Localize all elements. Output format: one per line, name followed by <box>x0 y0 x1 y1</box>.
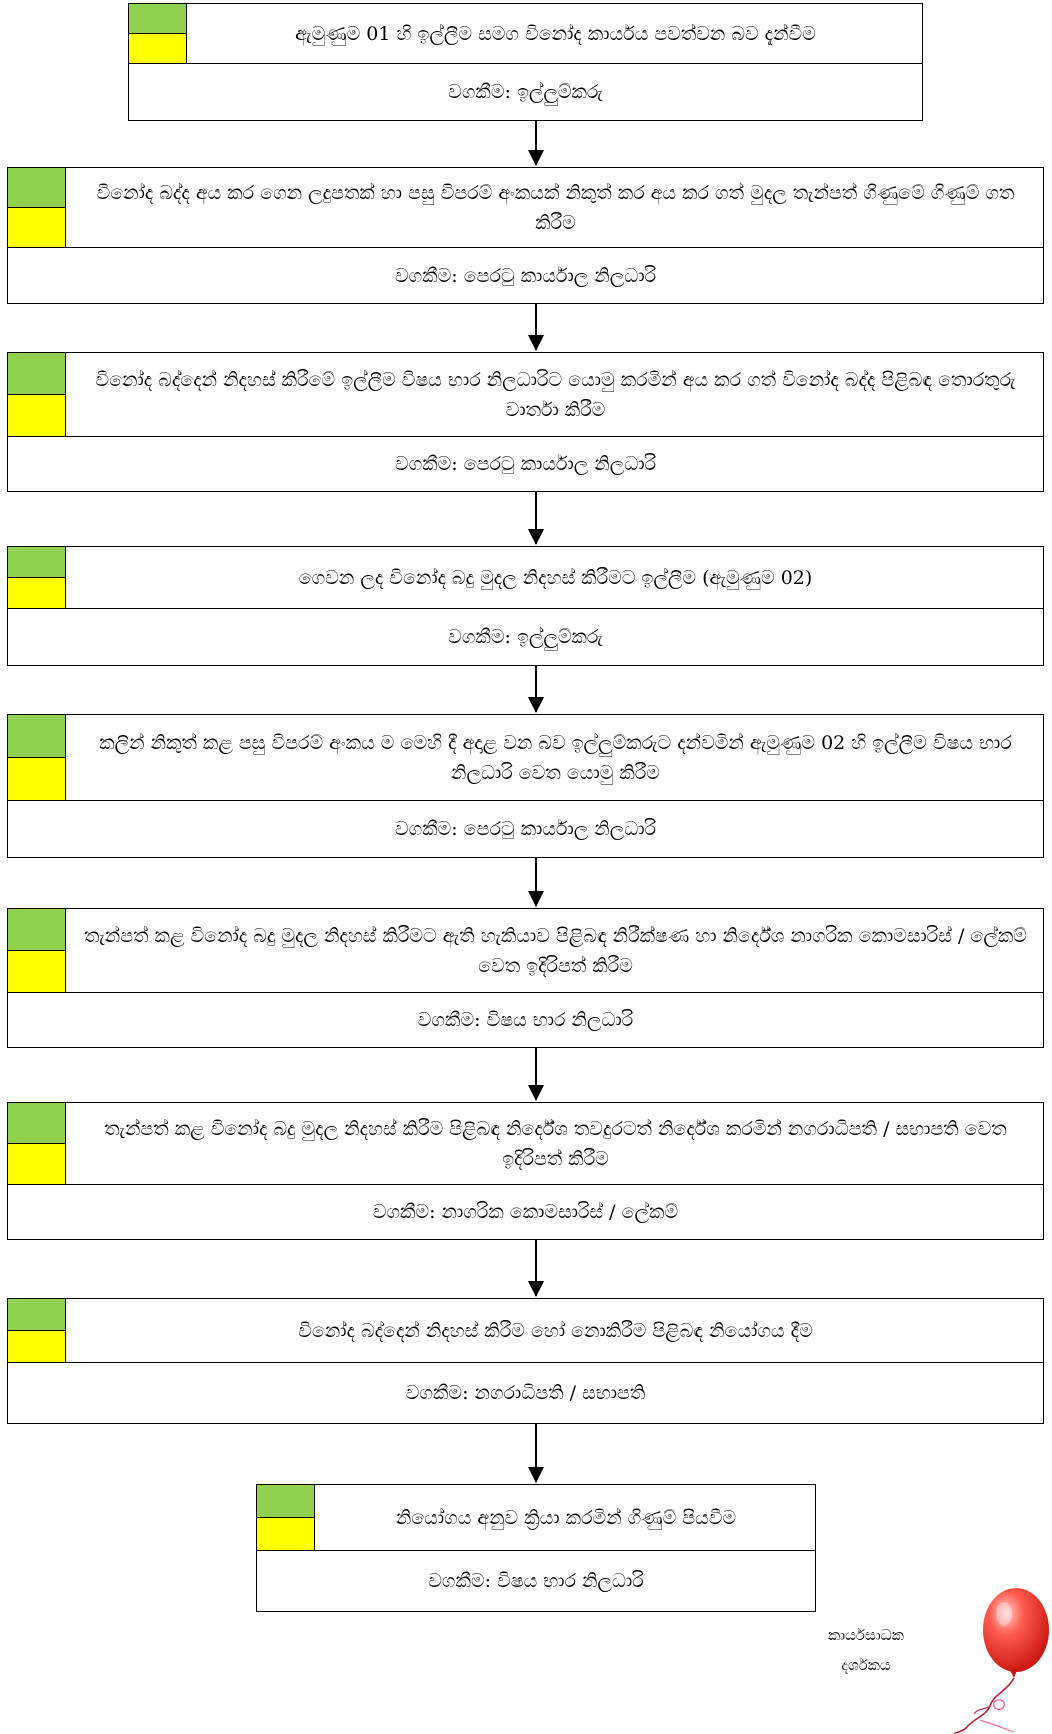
yellow-indicator <box>8 950 65 992</box>
flow-arrow <box>528 1424 544 1483</box>
flow-arrow <box>528 304 544 351</box>
status-indicator <box>129 4 187 63</box>
step-box: විනෝද බද්ද අය කර ගෙන ලදුපතක් හා පසු විපර… <box>7 167 1044 304</box>
step-text: ගෙවන ලද විනෝද බදු මුදල නිදහස් කිරීමට ඉල්… <box>298 566 813 589</box>
yellow-indicator <box>8 207 65 247</box>
flow-arrow <box>528 121 544 166</box>
legend-line-1: කාර්යසාධක <box>828 1626 904 1644</box>
step-text: තැන්පත් කළ විනෝද බදු මුදල නිදහස් කිරීමට … <box>84 924 1027 977</box>
performance-indicator-label: කාර්යසාධක දර්ශකය <box>818 1620 914 1680</box>
yellow-indicator <box>8 1143 65 1184</box>
step-box: තැන්පත් කළ විනෝද බදු මුදල නිදහස් කිරීම ප… <box>7 1102 1044 1240</box>
status-indicator <box>8 353 66 436</box>
yellow-indicator <box>8 577 65 608</box>
step-text: ඇමුණුම 01 හි ඉල්ලීම සමග විනෝද කාර්යය පවත… <box>295 22 816 45</box>
flow-arrow <box>528 1048 544 1101</box>
step-responsible: වගකීම: පෙරටු කාර්යාල නිලධාරි <box>394 818 657 840</box>
step-header: කලින් නිකුත් කළ පසු විපරම් අංකය ම මෙහි ද… <box>8 715 1043 801</box>
step-text: කලින් නිකුත් කළ පසු විපරම් අංකය ම මෙහි ද… <box>99 731 1012 784</box>
step-responsible: වගකීම: පෙරටු කාර්යාල නිලධාරි <box>394 453 657 475</box>
step-responsible: වගකීම: ඉල්ලුම්කරු <box>448 81 603 103</box>
status-indicator <box>8 909 66 992</box>
step-responsible: වගකීම: විෂය භාර නිලධාරි <box>428 1570 644 1592</box>
step-responsible: වගකීම: ඉල්ලුම්කරු <box>448 626 603 648</box>
step-box: කලින් නිකුත් කළ පසු විපරම් අංකය ම මෙහි ද… <box>7 714 1044 858</box>
step-responsible: වගකීම: නාගරික කොමසාරිස් / ලේකම් <box>372 1201 679 1223</box>
status-indicator <box>8 1103 66 1184</box>
status-indicator <box>8 1299 66 1362</box>
step-box: විනෝද බද්දෙන් නිදහස් කිරීම හෝ නොකිරීම පි… <box>7 1298 1044 1424</box>
step-header: ගෙවන ලද විනෝද බදු මුදල නිදහස් කිරීමට ඉල්… <box>8 547 1043 609</box>
status-indicator <box>8 547 66 608</box>
flow-arrow <box>528 492 544 545</box>
green-indicator <box>8 1103 65 1144</box>
yellow-indicator <box>257 1517 314 1550</box>
green-indicator <box>8 547 65 578</box>
yellow-indicator <box>129 33 186 63</box>
status-indicator <box>8 168 66 247</box>
step-box: ගෙවන ලද විනෝද බදු මුදල නිදහස් කිරීමට ඉල්… <box>7 546 1044 666</box>
step-text: විනෝද බද්ද අය කර ගෙන ලදුපතක් හා පසු විපර… <box>96 181 1015 234</box>
step-responsible: වගකීම: පෙරටු කාර්යාල නිලධාරි <box>394 264 657 287</box>
green-indicator <box>129 4 186 34</box>
green-indicator <box>8 168 65 208</box>
step-header: විනෝද බද්දෙන් නිදහස් කිරීම හෝ නොකිරීම පි… <box>8 1299 1043 1363</box>
step-box: නියෝගය අනුව ක්‍රියා කරමින් ගිණුම් පියවීම… <box>256 1484 816 1612</box>
status-indicator <box>257 1485 315 1550</box>
yellow-indicator <box>8 394 65 436</box>
green-indicator <box>8 1299 65 1331</box>
step-header: ඇමුණුම 01 හි ඉල්ලීම සමග විනෝද කාර්යය පවත… <box>129 4 922 64</box>
flow-arrow <box>528 858 544 907</box>
green-indicator <box>257 1485 314 1518</box>
step-header: විනෝද බද්දෙන් නිදහස් කිරීමේ ඉල්ලීම විෂය … <box>8 353 1043 437</box>
step-box: තැන්පත් කළ විනෝද බදු මුදල නිදහස් කිරීමට … <box>7 908 1044 1048</box>
green-indicator <box>8 353 65 395</box>
green-indicator <box>8 909 65 951</box>
step-responsible: වගකීම: නගරාධිපති / සභාපති <box>405 1382 646 1404</box>
step-box: විනෝද බද්දෙන් නිදහස් කිරීමේ ඉල්ලීම විෂය … <box>7 352 1044 492</box>
yellow-indicator <box>8 1330 65 1362</box>
legend-line-2: දර්ශකය <box>841 1656 891 1674</box>
yellow-indicator <box>8 757 65 800</box>
step-header: විනෝද බද්ද අය කර ගෙන ලදුපතක් හා පසු විපර… <box>8 168 1043 248</box>
step-responsible: වගකීම: විෂය භාර නිලධාරි <box>417 1009 634 1031</box>
status-indicator <box>8 715 66 800</box>
step-box: ඇමුණුම 01 හි ඉල්ලීම සමග විනෝද කාර්යය පවත… <box>128 3 923 121</box>
step-text: තැන්පත් කළ විනෝද බදු මුදල නිදහස් කිරීම ප… <box>104 1117 1007 1170</box>
step-header: තැන්පත් කළ විනෝද බදු මුදල නිදහස් කිරීමට … <box>8 909 1043 993</box>
step-header: තැන්පත් කළ විනෝද බදු මුදල නිදහස් කිරීම ප… <box>8 1103 1043 1185</box>
flow-arrow <box>528 666 544 713</box>
step-text: විනෝද බද්දෙන් නිදහස් කිරීම හෝ නොකිරීම පි… <box>298 1319 813 1342</box>
flow-arrow <box>528 1240 544 1297</box>
step-text: විනෝද බද්දෙන් නිදහස් කිරීමේ ඉල්ලීම විෂය … <box>95 368 1016 421</box>
step-header: නියෝගය අනුව ක්‍රියා කරමින් ගිණුම් පියවීම <box>257 1485 815 1551</box>
green-indicator <box>8 715 65 758</box>
balloon-icon <box>954 1588 1049 1734</box>
step-text: නියෝගය අනුව ක්‍රියා කරමින් ගිණුම් පියවීම <box>395 1506 737 1529</box>
